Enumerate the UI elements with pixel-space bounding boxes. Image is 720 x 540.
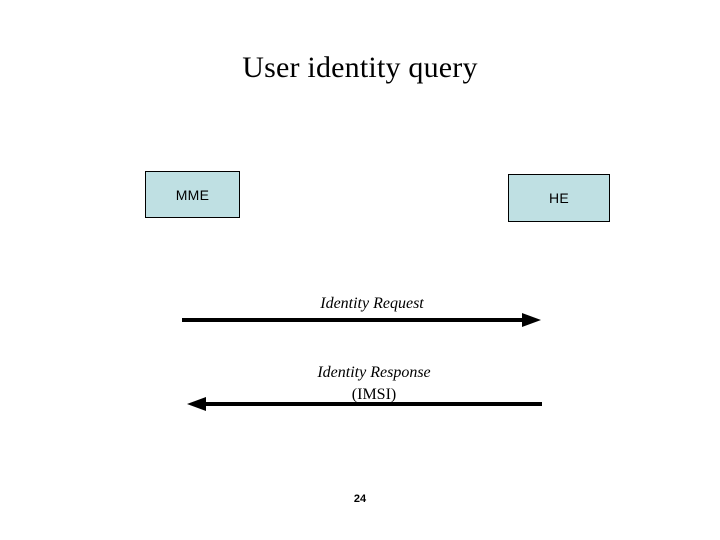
entity-label-he: HE <box>548 190 570 206</box>
arrow-identity-response <box>187 397 542 411</box>
entity-box-he[interactable]: HE <box>508 174 610 222</box>
page-title: User identity query <box>242 51 478 84</box>
page-number: 24 <box>353 493 367 505</box>
entity-label-mme: MME <box>175 186 210 203</box>
entity-box-mme[interactable]: MME <box>145 171 240 218</box>
message-label-identity-response: Identity Response <box>317 364 431 381</box>
message-label-identity-request: Identity Request <box>320 295 424 312</box>
arrow-identity-request <box>182 313 541 327</box>
message-sublabel-imsi: (IMSI) <box>351 386 397 403</box>
